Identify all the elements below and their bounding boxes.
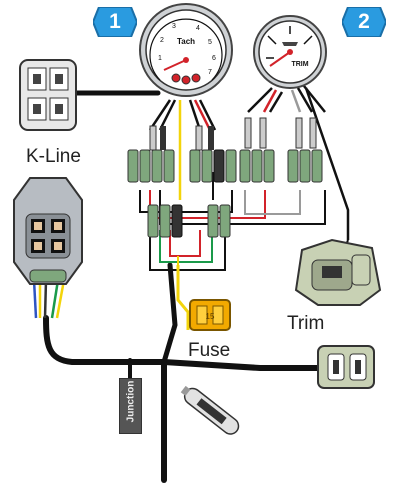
- tach-tick-7: 7: [208, 69, 212, 76]
- kline-label: K-Line: [26, 146, 81, 167]
- main-harness: [43, 90, 323, 483]
- badge-number-1: 1: [109, 10, 121, 33]
- gauge-1-badge: 1: [91, 6, 139, 38]
- fuse-label: Fuse: [188, 340, 231, 361]
- power-connector: [317, 345, 375, 389]
- gauge-2-badge: 2: [340, 6, 388, 38]
- kline-connector-wires: [32, 279, 66, 319]
- badge-number-2: 2: [358, 10, 370, 33]
- tach-tick-3: 3: [172, 23, 176, 30]
- trim-terminals: [239, 117, 323, 183]
- tach-tick-6: 6: [212, 55, 216, 62]
- junction-label: Junction: [125, 380, 137, 423]
- trim-label-text: Trim: [287, 313, 325, 334]
- tach-terminals: [127, 125, 237, 183]
- trim-gauge: TRIM: [253, 15, 327, 89]
- tach-tick-1: 1: [158, 55, 162, 62]
- tach-gauge: 1 2 3 4 5 6 7 Tach: [139, 3, 233, 97]
- tach-tick-4: 4: [196, 25, 200, 32]
- kline-connector-top: [19, 59, 77, 131]
- trim-connector: [294, 238, 382, 306]
- trim-wires: [247, 85, 350, 240]
- junction-box: Junction: [119, 378, 142, 434]
- kline-plug: [13, 177, 83, 285]
- fuse-rating: 15: [206, 312, 215, 321]
- splice-tube: [180, 385, 240, 435]
- trim-label: TRIM: [291, 61, 308, 68]
- tach-tick-5: 5: [208, 39, 212, 46]
- tach-tick-2: 2: [160, 37, 164, 44]
- tach-wires: [148, 99, 217, 200]
- tach-label: Tach: [177, 37, 195, 46]
- junction-terminals: [147, 204, 231, 238]
- fuse-holder: 15: [176, 265, 231, 331]
